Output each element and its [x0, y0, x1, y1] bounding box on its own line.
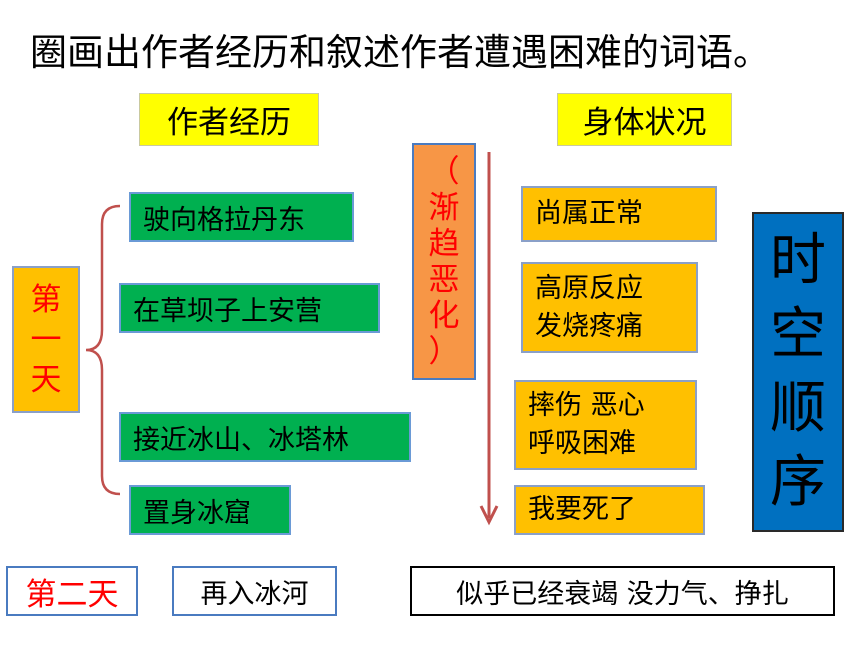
heading-condition: 身体状况	[557, 93, 732, 146]
trend-char: 恶	[428, 261, 460, 298]
trend-char: 渐	[428, 189, 460, 226]
order-char: 顺	[770, 376, 826, 441]
brace-bracket	[85, 204, 121, 496]
condition-line: 发烧疼痛	[535, 311, 643, 342]
day-one-char: 天	[30, 361, 62, 398]
experience-item: 接近冰山、冰塔林	[119, 412, 411, 462]
condition-item: 摔伤 恶心 呼吸困难	[514, 380, 697, 470]
trend-char: 化	[428, 297, 460, 334]
order-char: 序	[770, 450, 826, 515]
page-title: 圈画出作者经历和叙述作者遭遇困难的词语。	[30, 31, 770, 74]
trend-char: （	[428, 153, 460, 190]
downward-arrow	[479, 152, 499, 526]
day-two-label: 第二天	[6, 566, 138, 616]
condition-line: 呼吸困难	[528, 428, 636, 459]
day-one-char: 第	[30, 281, 62, 318]
day-two-action: 再入冰河	[172, 566, 337, 616]
experience-item: 在草坝子上安营	[119, 283, 380, 333]
order-char: 空	[770, 302, 826, 367]
worsening-trend-label: （ 渐 趋 恶 化 ）	[412, 143, 476, 380]
condition-line: 尚属正常	[535, 198, 643, 229]
condition-item: 尚属正常	[521, 186, 717, 242]
condition-item: 我要死了	[514, 485, 705, 535]
chronological-order-label: 时 空 顺 序	[752, 212, 844, 532]
day-one-label: 第 一 天	[12, 266, 80, 413]
experience-item: 置身冰窟	[129, 485, 291, 535]
day-one-char: 一	[30, 321, 62, 358]
day-two-condition: 似乎已经衰竭 没力气、挣扎	[410, 566, 835, 616]
heading-experience: 作者经历	[139, 93, 319, 146]
experience-item: 驶向格拉丹东	[129, 192, 354, 242]
order-char: 时	[770, 228, 826, 293]
condition-line: 高原反应	[535, 273, 643, 304]
condition-line: 摔伤 恶心	[528, 390, 645, 421]
trend-char: ）	[428, 333, 460, 370]
condition-line: 我要死了	[528, 494, 636, 525]
condition-item: 高原反应 发烧疼痛	[521, 262, 698, 353]
trend-char: 趋	[428, 225, 460, 262]
